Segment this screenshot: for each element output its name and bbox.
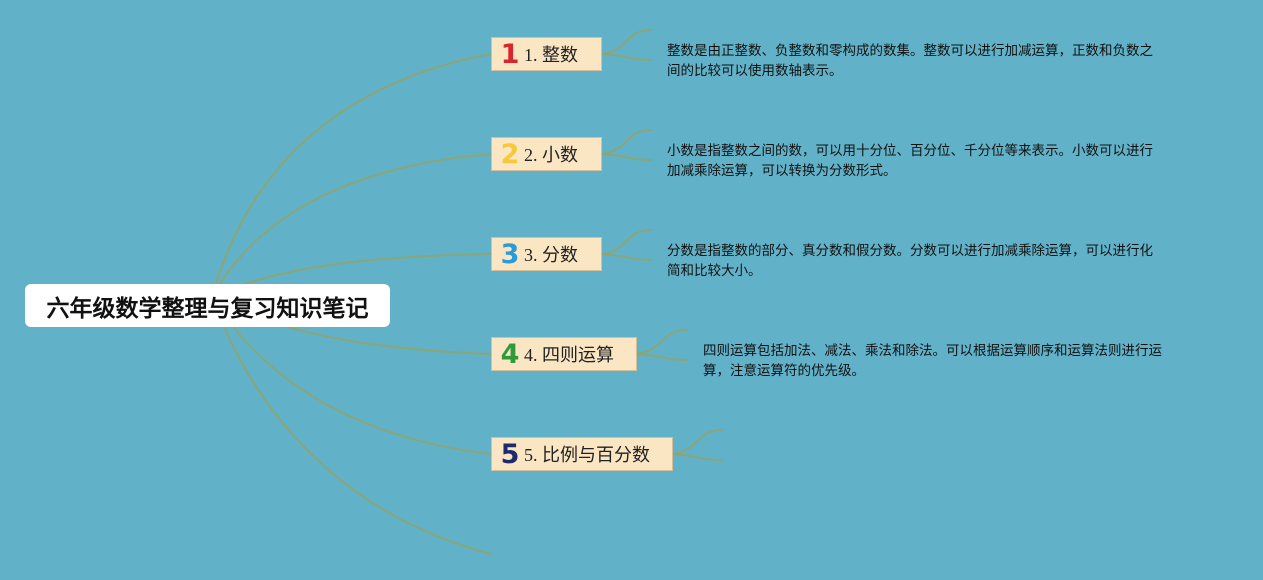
note-integers: 整数是由正整数、负整数和零构成的数集。整数可以进行加减运算，正数和负数之间的比较…	[667, 43, 1153, 79]
connector-root-extra	[211, 296, 492, 555]
connector-fork-3a	[601, 229, 652, 255]
branch-ratio-percentage[interactable]: 5 5. 比例与百分数	[491, 437, 673, 471]
connector-fork-3b	[601, 253, 652, 261]
number-five-icon: 5	[500, 438, 520, 470]
connector-fork-5b	[672, 453, 723, 461]
branch-label: 4. 四则运算	[524, 345, 614, 365]
connector-root-branch-2	[211, 153, 492, 298]
number-four-icon: 4	[500, 338, 520, 370]
connector-fork-1b	[601, 53, 652, 61]
branch-label: 1. 整数	[524, 45, 578, 65]
number-two-icon: 2	[500, 138, 520, 170]
connector-fork-5a	[672, 429, 723, 455]
connector-fork-2b	[601, 153, 652, 161]
connector-fork-2a	[601, 129, 652, 155]
branch-integers[interactable]: 1 1. 整数	[491, 37, 602, 71]
connector-fork-4b	[636, 353, 688, 361]
connector-root-branch-5	[211, 296, 492, 455]
branch-label: 2. 小数	[524, 145, 578, 165]
root-title: 六年级数学整理与复习知识笔记	[46, 295, 369, 322]
number-one-icon: 1	[500, 38, 520, 70]
note-decimals: 小数是指整数之间的数，可以用十分位、百分位、千分位等来表示。小数可以进行加减乘除…	[667, 143, 1153, 179]
branch-decimals[interactable]: 2 2. 小数	[491, 137, 602, 171]
note-fractions: 分数是指整数的部分、真分数和假分数。分数可以进行加减乘除运算，可以进行化简和比较…	[667, 243, 1153, 279]
connector-fork-4a	[636, 329, 688, 355]
connector-root-branch-1	[211, 53, 492, 298]
connector-fork-1a	[601, 29, 652, 55]
branch-label: 5. 比例与百分数	[524, 445, 650, 465]
note-four-operations: 四则运算包括加法、减法、乘法和除法。可以根据运算顺序和运算法则进行运算，注意运算…	[703, 343, 1162, 379]
number-three-icon: 3	[500, 238, 520, 270]
branch-fractions[interactable]: 3 3. 分数	[491, 237, 602, 271]
mind-map-root[interactable]: 六年级数学整理与复习知识笔记	[25, 284, 390, 327]
branch-four-operations[interactable]: 4 4. 四则运算	[491, 337, 637, 371]
branch-label: 3. 分数	[524, 245, 578, 265]
